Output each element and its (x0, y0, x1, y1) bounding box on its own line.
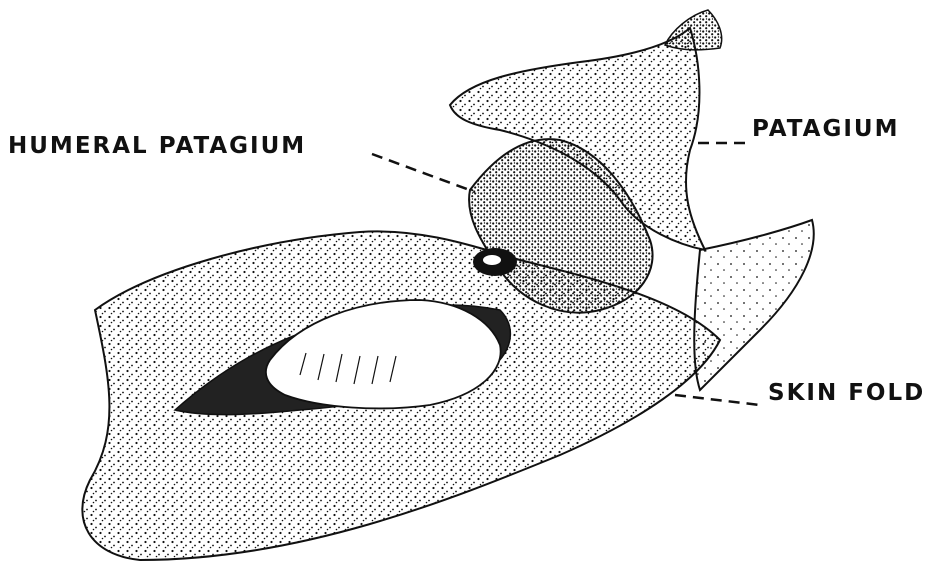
leader-humeral-patagium (372, 154, 475, 192)
wing-tip (665, 10, 722, 50)
leader-skin-fold (675, 395, 760, 405)
skin-fold-label: SKIN FOLD (768, 380, 925, 406)
joint-highlight (483, 255, 501, 265)
body-section (694, 220, 814, 390)
humeral-patagium-label: HUMERAL PATAGIUM (8, 133, 306, 159)
patagium-label: PATAGIUM (752, 116, 899, 142)
